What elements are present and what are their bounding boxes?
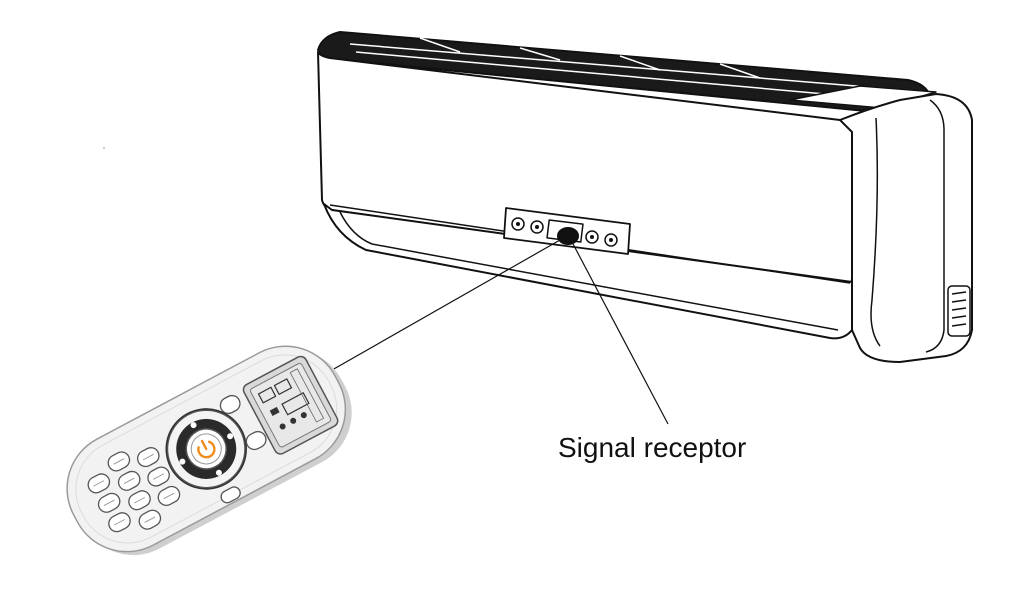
power-icon <box>190 433 222 465</box>
right-cap-inner <box>870 117 881 347</box>
remote-buttons <box>87 394 267 533</box>
remote-button <box>245 430 267 451</box>
louver-line <box>339 211 839 331</box>
indoor-unit <box>317 31 973 363</box>
side-vent <box>947 285 971 337</box>
remote-dial <box>165 408 247 490</box>
signal-receptor <box>557 227 579 245</box>
remote-lcd <box>242 355 339 455</box>
remote-button <box>219 394 241 415</box>
remote-control <box>66 345 352 556</box>
top-grille <box>349 37 881 99</box>
remote-button <box>220 486 241 504</box>
right-cap-edge <box>925 99 945 353</box>
stray-mark <box>103 147 105 149</box>
signal-beam-line <box>317 239 561 379</box>
signal-receptor-label: Signal receptor <box>558 432 747 463</box>
display-panel <box>503 207 631 255</box>
callout-leader-line <box>571 241 669 425</box>
